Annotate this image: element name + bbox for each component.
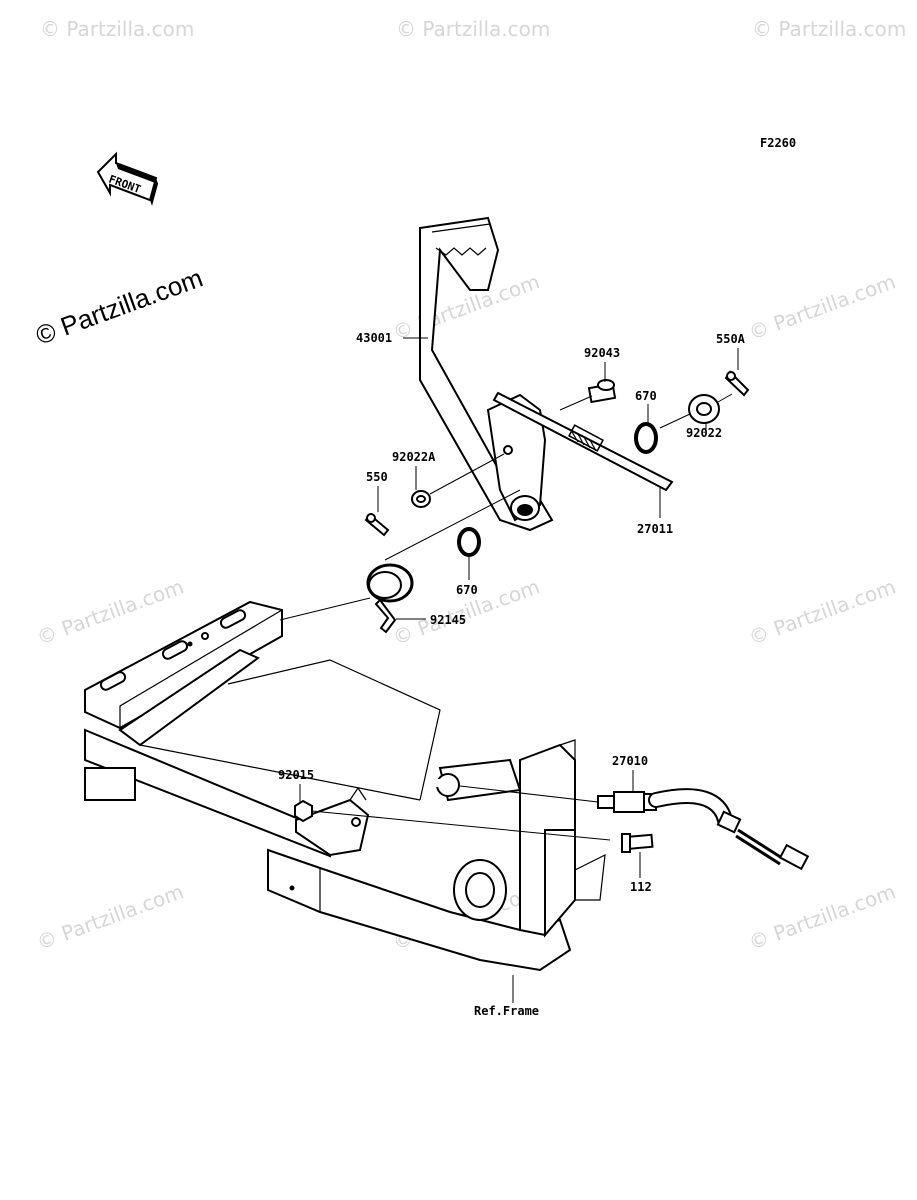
- bolt-part: [621, 833, 654, 853]
- leader-lines: [279, 337, 739, 1003]
- o-ring-part: [634, 422, 658, 454]
- watermark-layer: © Partzilla.com © Partzilla.com © Partzi…: [34, 17, 907, 955]
- front-arrow-icon: FRONT: [96, 151, 158, 206]
- brake-pedal-part: [419, 216, 554, 532]
- callout-670-lower: 670: [456, 583, 478, 597]
- callout-43001: 43001: [356, 331, 392, 345]
- watermark: © Partzilla.com: [396, 17, 550, 41]
- return-spring-part: [366, 563, 414, 634]
- frame-drawing: [84, 600, 606, 972]
- callout-92043: 92043: [584, 346, 620, 360]
- figure-code: F2260: [760, 136, 796, 150]
- washer-part: [411, 490, 431, 508]
- watermark: © Partzilla.com: [34, 879, 187, 954]
- pivot-pin-part: [587, 379, 617, 404]
- callout-labels: 43001 92043 550A 670 92022 92022A 550 27…: [278, 331, 746, 1018]
- watermark: © Partzilla.com: [40, 17, 194, 41]
- cotter-pin-part: [364, 513, 390, 537]
- callout-27011: 27011: [637, 522, 673, 536]
- brake-switch-part: [597, 788, 810, 871]
- cotter-pin-part: [724, 370, 750, 397]
- nut-part: [294, 799, 313, 823]
- callout-27010: 27010: [612, 754, 648, 768]
- callout-92022: 92022: [686, 426, 722, 440]
- watermark: © Partzilla.com: [746, 879, 899, 954]
- washer-part: [688, 394, 720, 424]
- watermark: © Partzilla.com: [746, 574, 899, 649]
- callout-670-upper: 670: [635, 389, 657, 403]
- callout-112: 112: [630, 880, 652, 894]
- brake-rod-part: [492, 391, 674, 492]
- reference-frame-label: Ref.Frame: [474, 1004, 539, 1018]
- watermark: © Partzilla.com: [746, 269, 899, 344]
- callout-550: 550: [366, 470, 388, 484]
- watermark: © Partzilla.com: [34, 574, 187, 649]
- copyright-text: © Partzilla.com: [32, 263, 207, 351]
- callout-550A: 550A: [716, 332, 746, 346]
- watermark: © Partzilla.com: [752, 17, 906, 41]
- callout-92145: 92145: [430, 613, 466, 627]
- callout-92022A: 92022A: [392, 450, 436, 464]
- rod-spring-part: [568, 424, 604, 452]
- callout-92015: 92015: [278, 768, 314, 782]
- o-ring-part: [457, 527, 481, 557]
